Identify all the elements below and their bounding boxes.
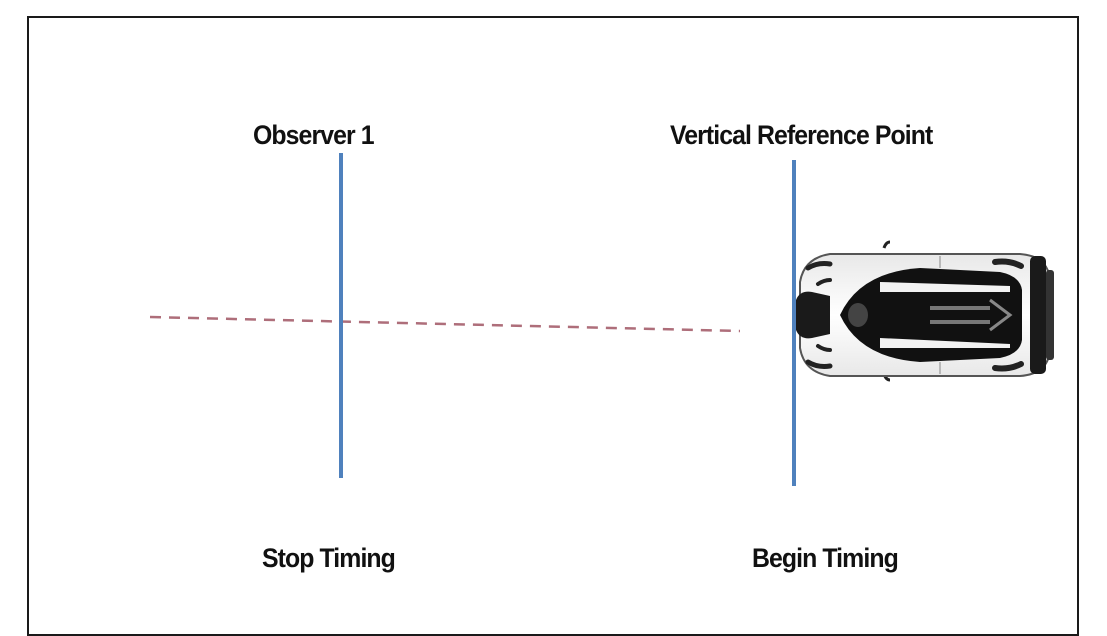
reference-point-label: Vertical Reference Point <box>670 120 933 150</box>
stop-timing-label: Stop Timing <box>262 543 396 573</box>
timing-diagram <box>149 153 1054 486</box>
begin-timing-label: Begin Timing <box>752 543 899 573</box>
center-dashed-path <box>149 315 741 333</box>
observer-label: Observer 1 <box>253 120 375 150</box>
race-car-icon <box>796 240 1054 382</box>
